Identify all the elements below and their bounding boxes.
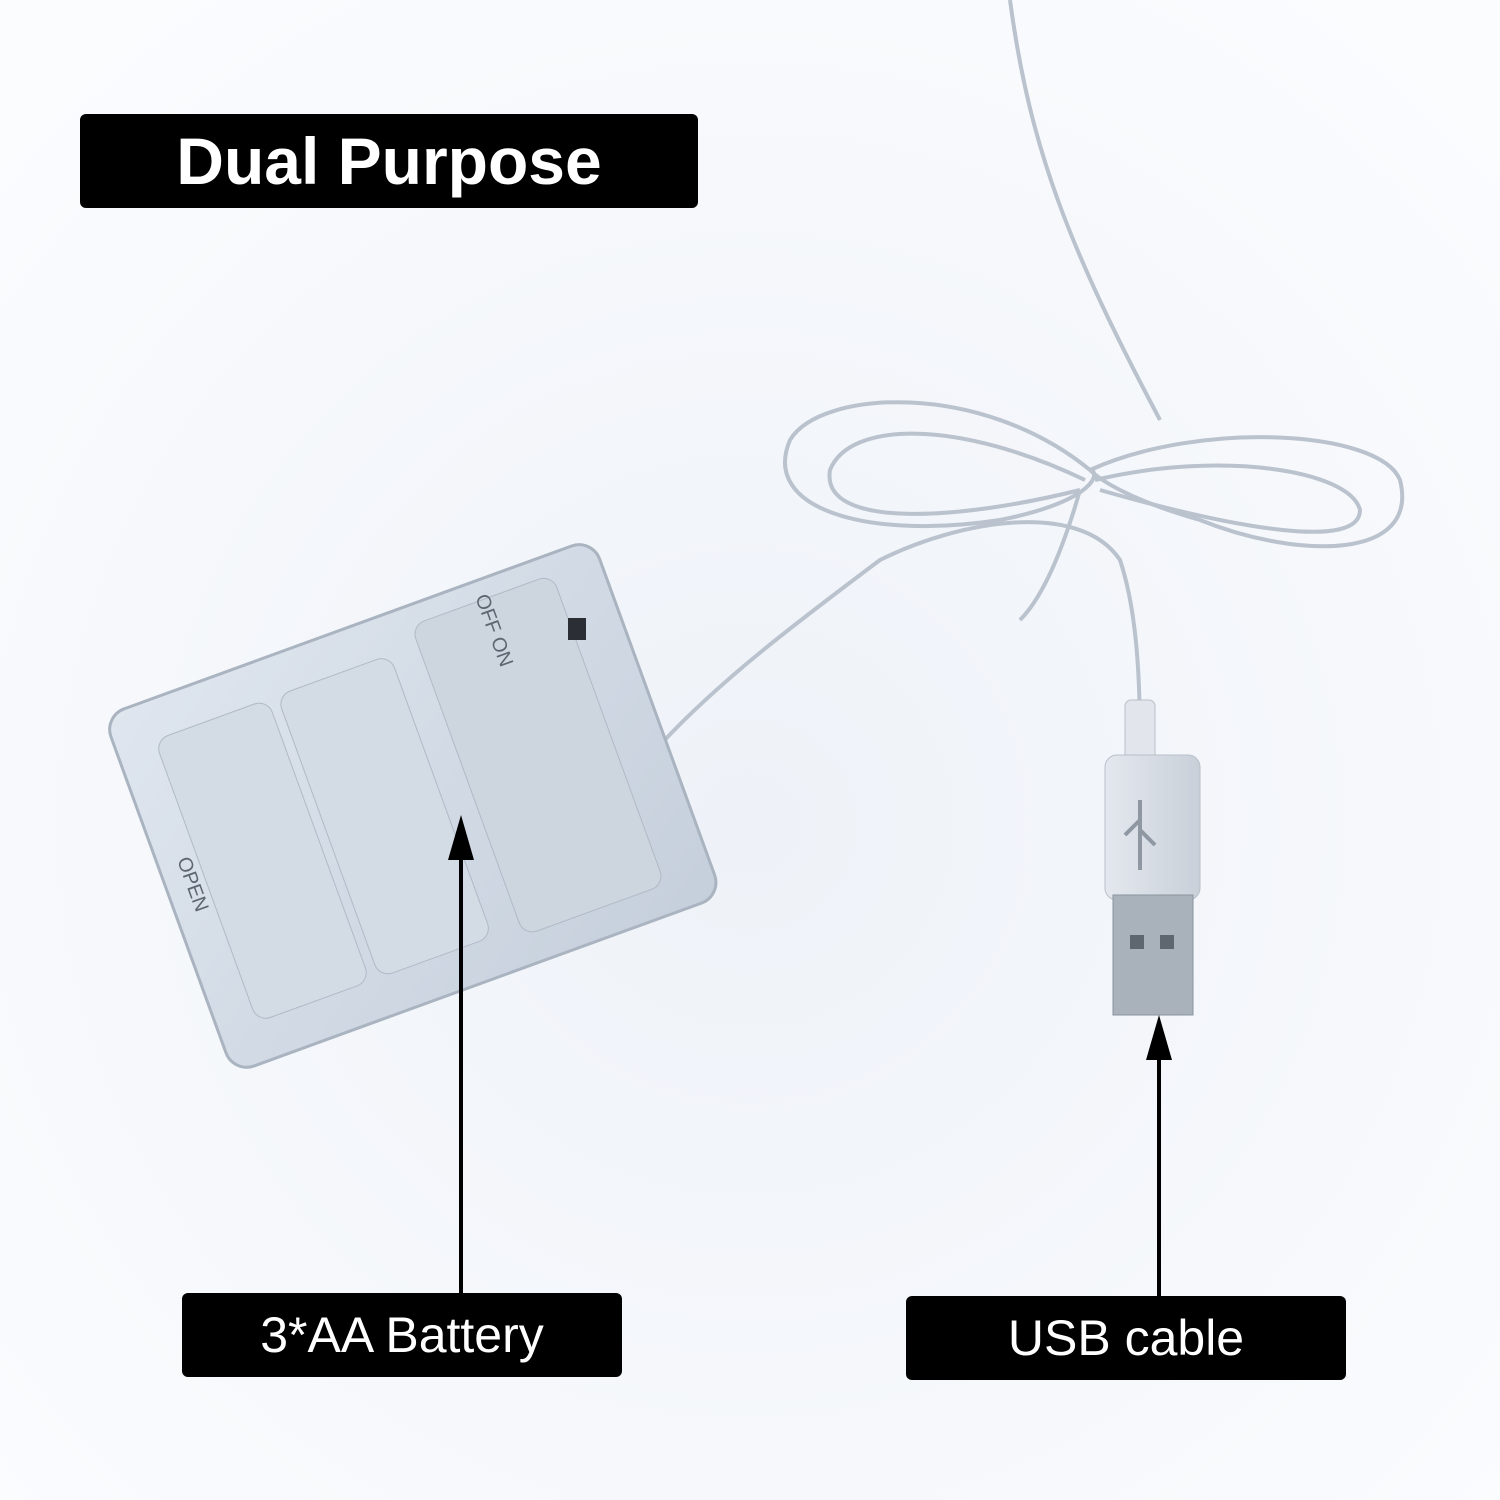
battery-label: 3*AA Battery bbox=[182, 1293, 622, 1377]
battery-box: OFF ON OPEN bbox=[108, 543, 718, 1069]
usb-symbol-icon bbox=[1123, 800, 1157, 870]
usb-plug bbox=[1104, 699, 1201, 1016]
usb-arrow bbox=[1146, 1015, 1172, 1298]
title-label: Dual Purpose bbox=[80, 114, 698, 208]
battery-arrow bbox=[448, 815, 474, 1295]
power-switch[interactable] bbox=[568, 618, 586, 640]
usb-cable-label: USB cable bbox=[906, 1296, 1346, 1380]
cable-wire bbox=[658, 0, 1405, 761]
